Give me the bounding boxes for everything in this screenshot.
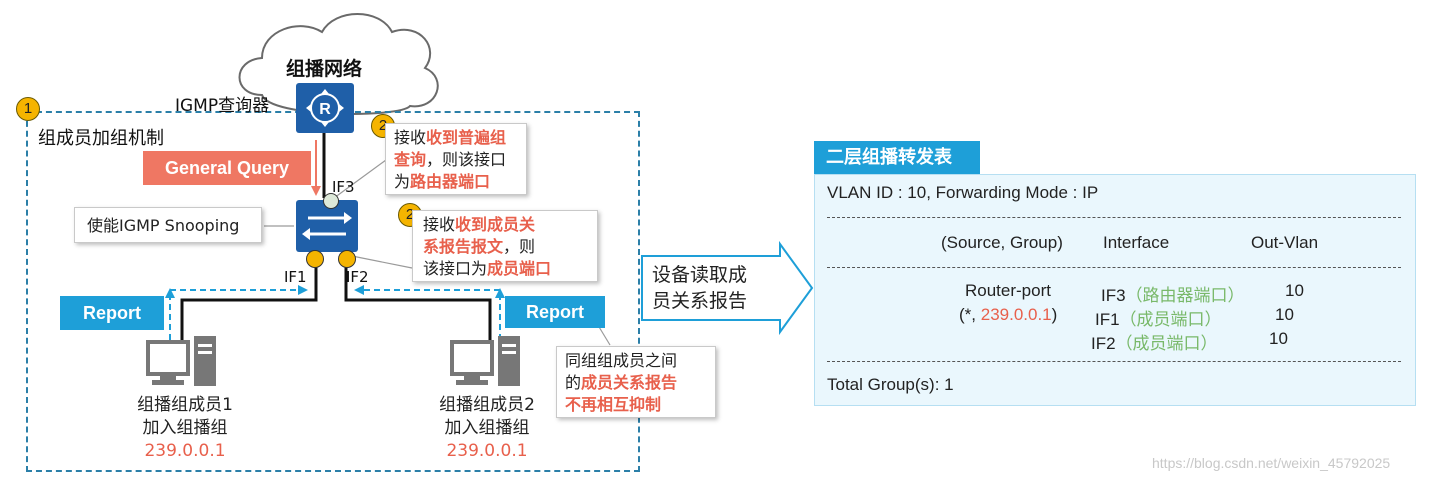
suppression-callout: 同组组成员之间 的成员关系报告 不再相互抑制 xyxy=(556,346,716,418)
table-row-vlan: 10 xyxy=(1285,281,1304,300)
col-interface: Interface xyxy=(1103,233,1170,252)
table-row-vlan: 10 xyxy=(1275,305,1294,324)
if1-label: IF1 xyxy=(284,268,307,286)
table-row-vlan: 10 xyxy=(1269,329,1288,348)
report-arrow-left-up xyxy=(165,288,175,298)
frame-title: 组成员加组机制 xyxy=(38,128,164,149)
table-row: IF3（路由器端口） xyxy=(1101,286,1245,305)
general-query-arrow xyxy=(311,186,321,196)
svg-text:R: R xyxy=(319,101,331,118)
col-out-vlan: Out-Vlan xyxy=(1251,233,1319,252)
if3-label: IF3 xyxy=(332,178,355,196)
if2-link xyxy=(344,256,492,345)
querier-label: IGMP查询器 xyxy=(175,96,270,116)
switch-icon xyxy=(296,200,358,252)
snooping-callout: 使能IGMP Snooping xyxy=(74,207,262,243)
report-label-right: Report xyxy=(505,296,605,328)
table-total: Total Group(s): 1 xyxy=(827,375,954,394)
member2-label: 组播组成员2 加入组播组 239.0.0.1 xyxy=(439,395,535,461)
general-query-label: General Query xyxy=(143,151,311,185)
step-1-badge: 1 xyxy=(16,97,40,121)
router-port-callout: 接收收到普遍组 查询，则该接口 为路由器端口 xyxy=(385,123,527,195)
report-arrow-right-up xyxy=(495,288,505,298)
member1-label: 组播组成员1 加入组播组 239.0.0.1 xyxy=(137,395,233,461)
col-source-group: (Source, Group) xyxy=(941,233,1063,252)
member2-pc-icon xyxy=(450,334,524,394)
if3-port xyxy=(323,193,339,209)
if2-label: IF2 xyxy=(346,268,369,286)
table-row: IF1（成员端口） xyxy=(1095,310,1222,329)
cloud-shape xyxy=(238,13,439,115)
cloud-label: 组播网络 xyxy=(286,58,363,80)
if1-link xyxy=(180,256,318,345)
process-arrow xyxy=(641,240,814,336)
if2-port xyxy=(338,250,356,268)
table-row: IF2（成员端口） xyxy=(1091,334,1218,353)
report-arrow-right-left xyxy=(354,285,364,295)
member-port-callout: 接收收到成员关 系报告报文，则 该接口为成员端口 xyxy=(412,210,598,282)
router-icon: R xyxy=(296,83,354,133)
forwarding-table-title: 二层组播转发表 xyxy=(814,141,980,175)
report-label-left: Report xyxy=(60,296,164,330)
router-port-label: Router-port xyxy=(965,281,1051,300)
entry-group: (*, 239.0.0.1) xyxy=(959,305,1058,324)
report-arrow-left-right xyxy=(298,285,308,295)
member1-pc-icon xyxy=(146,334,220,394)
process-arrow-label: 设备读取成 员关系报告 xyxy=(652,264,748,312)
if1-port xyxy=(306,250,324,268)
forwarding-table: VLAN ID : 10, Forwarding Mode : IP (Sour… xyxy=(814,174,1416,406)
watermark: https://blog.csdn.net/weixin_45792025 xyxy=(1152,455,1391,471)
table-header-line: VLAN ID : 10, Forwarding Mode : IP xyxy=(827,183,1099,202)
